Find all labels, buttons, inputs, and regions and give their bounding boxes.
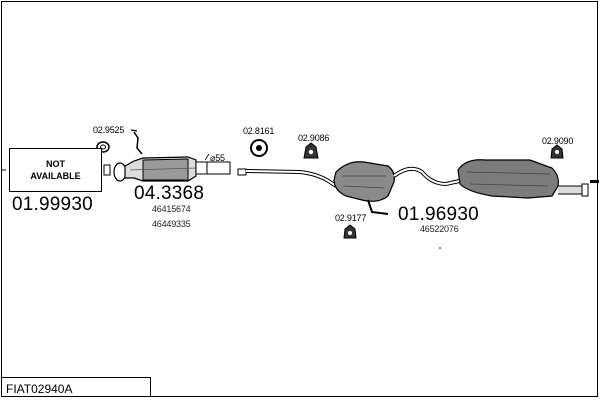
middle-silencer-part: [237, 161, 465, 215]
clamp-label-02-9177: 02.9177: [335, 213, 367, 223]
not-available-box: NOT AVAILABLE: [9, 148, 102, 192]
catalyst-ref: 04.3368: [134, 183, 205, 204]
mount-02-9086: [303, 142, 319, 159]
rear-silencer-part: [457, 159, 599, 199]
front-pipe-ref: 01.99930: [12, 194, 93, 215]
diagram-code: FIAT02940A: [6, 382, 73, 396]
clamp-02-8161: [250, 139, 268, 157]
mount-02-9090: [550, 144, 564, 159]
clamp-label-02-8161: 02.8161: [243, 126, 275, 136]
not-available-line1: NOT: [46, 159, 65, 169]
diagram-code-box: FIAT02940A: [1, 377, 151, 397]
clamp-label-02-9090: 02.9090: [542, 136, 574, 146]
muffler-oem: 46522076: [420, 224, 459, 234]
hanger-hook: [130, 129, 143, 155]
catalyst-oem-1: 46415674: [152, 204, 191, 214]
clamp-label-02-9086: 02.9086: [298, 133, 330, 143]
front-pipe-connector: [103, 164, 111, 176]
catalyst-oem-2: 46449335: [152, 219, 191, 229]
clamp-label-02-9525: 02.9525: [93, 125, 125, 135]
muffler-ref: 01.96930: [398, 204, 479, 225]
catalyst-part: [113, 156, 231, 182]
mount-02-9177: [343, 224, 357, 239]
pipe-diameter-label: ⌀55: [210, 153, 225, 163]
not-available-line2: AVAILABLE: [30, 171, 81, 181]
